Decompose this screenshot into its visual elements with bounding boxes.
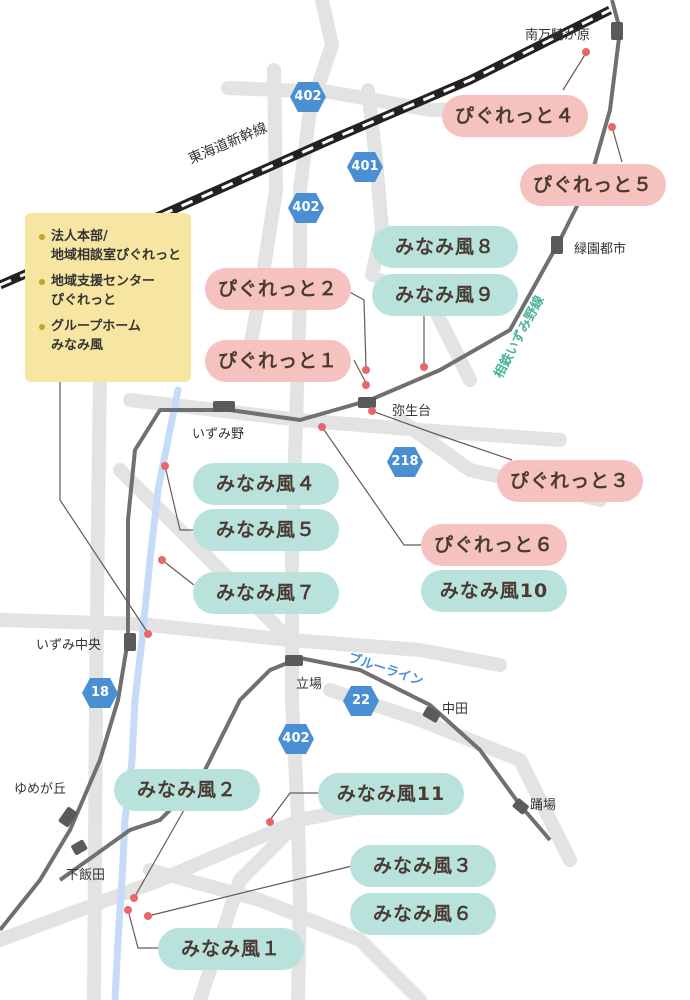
station-marks [58,22,623,855]
station-ryokuentoshi: 緑園都市 [574,242,627,257]
place-pigu5[interactable]: ぴぐれっと５ [520,164,666,206]
station-shimoiida: 下飯田 [66,868,106,883]
route-18-label: 18 [90,685,110,700]
legend-item-hq: 法人本部/ 地域相談室ぴぐれっと [39,227,183,265]
place-mina5[interactable]: みなみ風５ [193,509,339,551]
place-mina1[interactable]: みなみ風１ [158,928,304,970]
route-22-label: 22 [351,693,371,708]
place-pigu3[interactable]: ぴぐれっと３ [497,460,643,502]
river [111,386,182,1000]
legend-item-support-center: 地域支援センター ぴぐれっと [39,272,183,310]
route-218-label: 218 [391,454,419,469]
station-izumichuo: いずみ中央 [36,638,102,653]
place-mina3[interactable]: みなみ風３ [350,845,496,887]
station-odoriba: 踊場 [530,798,557,813]
place-mina8[interactable]: みなみ風８ [372,226,518,268]
route-402-label: 402 [282,731,310,746]
station-tateba: 立場 [296,677,323,692]
route-401-label: 401 [351,159,379,174]
place-pigu2[interactable]: ぴぐれっと２ [205,268,351,310]
place-mina2[interactable]: みなみ風２ [114,769,260,811]
place-mina4[interactable]: みなみ風４ [193,463,339,505]
legend-item-group-home: グループホーム みなみ風 [39,317,183,355]
place-mina10[interactable]: みなみ風10 [421,570,567,612]
station-nakada: 中田 [442,702,469,717]
route-402-label: 402 [294,89,322,104]
place-pigu1[interactable]: ぴぐれっと１ [205,340,351,382]
place-mina6[interactable]: みなみ風６ [350,893,496,935]
station-yayoidai: 弥生台 [392,404,432,419]
leader-lines [59,52,623,949]
map-legend: 法人本部/ 地域相談室ぴぐれっと 地域支援センター ぴぐれっと グループホーム … [25,213,191,382]
route-402-label: 402 [292,200,320,215]
place-mina9[interactable]: みなみ風９ [372,274,518,316]
place-markers [124,48,616,920]
route-shields [82,82,423,754]
place-pigu4[interactable]: ぴぐれっと４ [442,95,588,137]
station-minamimakigahara: 南万騎が原 [525,28,591,43]
place-mina7[interactable]: みなみ風７ [193,572,339,614]
station-yumegaoka: ゆめが丘 [14,782,67,797]
station-izumino: いずみ野 [192,427,245,442]
place-pigu6[interactable]: ぴぐれっと６ [421,524,567,566]
place-mina11[interactable]: みなみ風11 [318,773,464,815]
